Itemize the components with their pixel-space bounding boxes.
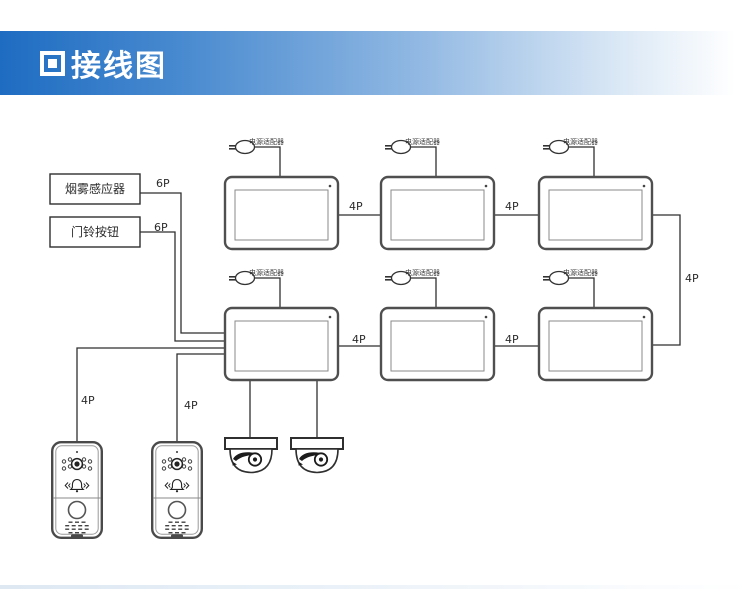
wire-label-4p-door2: 4P	[184, 399, 198, 412]
wire-label-6p-doorbell: 6P	[154, 221, 168, 234]
square-bullet-icon	[40, 50, 65, 76]
power-adapter-label-2: 电源适配器	[405, 137, 440, 146]
wire-label-6p-smoke: 6P	[156, 177, 170, 190]
smoke-sensor-box: 烟雾感应器	[49, 173, 141, 205]
section-header: 接线图	[0, 31, 750, 95]
footer-accent-strip	[0, 585, 750, 589]
wire-doorstation1-to-monitor4	[76, 347, 225, 441]
door-station-2	[150, 441, 204, 539]
wire-adapter-monitor2	[402, 146, 437, 177]
wire-monitor3-monitor6	[652, 214, 681, 346]
power-adapter-label-1: 电源适配器	[249, 137, 284, 146]
wire-adapter-monitor3	[560, 146, 595, 177]
power-adapter-label-6: 电源适配器	[563, 268, 598, 277]
wire-label-4p-door1: 4P	[81, 394, 95, 407]
wires	[76, 146, 681, 441]
wire-doorbell-to-monitor4	[140, 231, 225, 342]
wire-adapter-monitor6	[560, 277, 595, 308]
wire-adapter-monitor4	[246, 277, 281, 308]
dome-camera-2	[290, 437, 344, 474]
monitor-6	[537, 306, 654, 382]
wire-label-4p-m4m5: 4P	[352, 333, 366, 346]
monitor-1	[223, 175, 340, 251]
monitor-4	[223, 306, 340, 382]
monitor-3	[537, 175, 654, 251]
smoke-sensor-label: 烟雾感应器	[65, 181, 125, 196]
dome-camera-1	[224, 437, 278, 474]
wire-adapter-monitor1	[246, 146, 281, 177]
wire-label-4p-m3m6: 4P	[685, 272, 699, 285]
wire-label-4p-m1m2: 4P	[349, 200, 363, 213]
doorbell-button-label: 门铃按钮	[71, 224, 119, 239]
wire-smoke-to-monitor4	[140, 192, 225, 334]
page-title: 接线图	[71, 49, 167, 84]
door-station-1	[51, 441, 104, 539]
power-adapter-label-4: 电源适配器	[249, 268, 284, 277]
monitor-2	[379, 175, 496, 251]
wire-adapter-monitor5	[402, 277, 437, 308]
wire-doorstation2-to-monitor4	[176, 353, 225, 441]
power-adapter-label-5: 电源适配器	[405, 268, 440, 277]
wire-label-4p-m2m3: 4P	[505, 200, 519, 213]
power-adapter-label-3: 电源适配器	[563, 137, 598, 146]
doorbell-button-box: 门铃按钮	[49, 216, 141, 248]
wire-label-4p-m5m6: 4P	[505, 333, 519, 346]
square-bullet-inner	[48, 58, 57, 68]
monitor-5	[379, 306, 496, 382]
